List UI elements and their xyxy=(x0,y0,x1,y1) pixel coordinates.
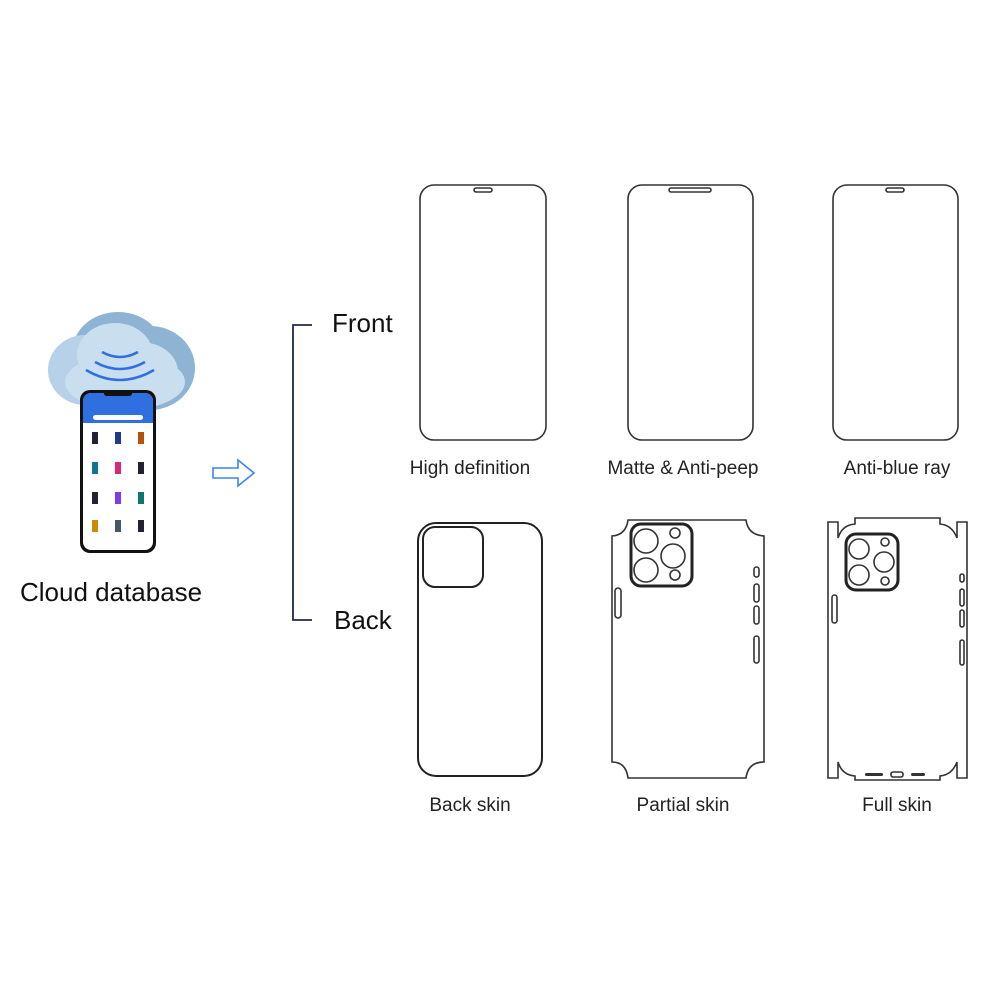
back-item-label: Partial skin xyxy=(637,795,730,816)
back-item-label: Back skin xyxy=(429,795,510,816)
back-item-label: Full skin xyxy=(862,795,932,816)
front-protector-hd xyxy=(419,184,547,441)
partial-skin xyxy=(611,519,765,779)
front-item-label: Anti-blue ray xyxy=(844,458,951,479)
phone-app-icon xyxy=(80,390,156,553)
group-front-label: Front xyxy=(332,308,393,338)
front-protector-matte xyxy=(627,184,754,441)
bracket xyxy=(292,324,312,621)
arrow-right-icon xyxy=(212,458,256,488)
source-label: Cloud database xyxy=(20,577,202,607)
front-item-label: High definition xyxy=(410,458,530,479)
front-protector-antiblue xyxy=(832,184,959,441)
front-item-label: Matte & Anti-peep xyxy=(607,458,758,479)
back-skin xyxy=(417,522,543,777)
full-skin xyxy=(827,517,968,781)
group-back-label: Back xyxy=(334,605,393,635)
